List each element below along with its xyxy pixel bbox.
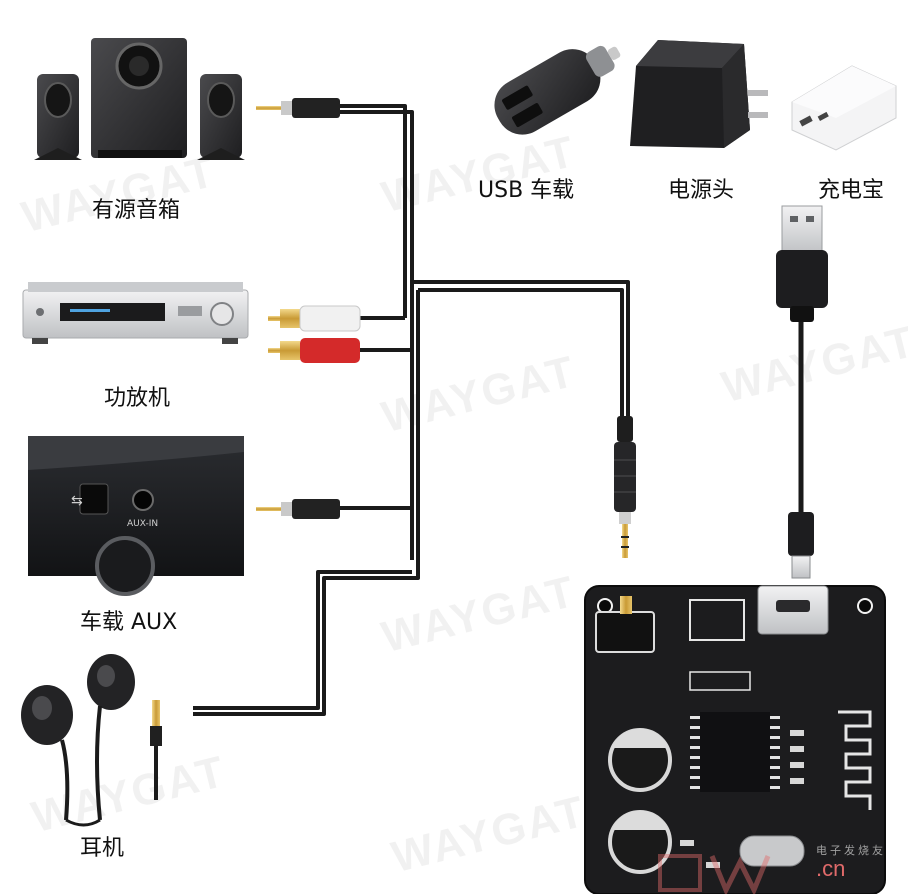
- label-speaker: 有源音箱: [92, 198, 181, 223]
- amplifier-icon: [22, 282, 249, 344]
- subwoofer-body: [91, 38, 187, 158]
- earphones-icon: [21, 654, 162, 827]
- usb-a-plug-icon: [776, 205, 828, 322]
- label-earphones: 耳机: [80, 836, 125, 861]
- amplifier-display: [60, 303, 165, 321]
- svg-text:⇆: ⇆: [71, 493, 83, 509]
- ic-chip: [700, 712, 770, 792]
- site-watermark-name: 电子发烧友: [816, 845, 886, 857]
- cable-network: [193, 104, 804, 716]
- cable-speaker-2: [340, 110, 414, 560]
- power-bank-icon: [791, 65, 897, 151]
- site-watermark-graphic: [658, 854, 771, 894]
- aux-jack-port: [132, 489, 154, 511]
- rca-plug-red-icon: [268, 338, 360, 363]
- cable-to-board: [412, 280, 630, 420]
- site-watermark-domain: .cn: [816, 856, 846, 881]
- aux-in-label: AUX-IN: [127, 519, 158, 529]
- cable-speaker: [340, 104, 407, 318]
- audio-jack-socket: [595, 611, 655, 653]
- bluetooth-audio-board: [584, 585, 886, 894]
- micro-usb-plug-icon: [788, 512, 814, 579]
- car-aux-panel-icon: ⇆ AUX-IN: [28, 436, 244, 596]
- label-amplifier: 功放机: [104, 386, 171, 411]
- site-watermark: 电子发烧友 .cn: [640, 842, 908, 894]
- pcb-antenna: [838, 710, 872, 810]
- jack-plug-aux-icon: [256, 499, 340, 519]
- amplifier-knob: [210, 302, 234, 326]
- jack-plug-board-icon: [614, 416, 636, 558]
- speaker-set-icon: [34, 38, 245, 160]
- label-usb-car: USB 车载: [478, 178, 575, 203]
- label-power-bank: 充电宝: [818, 178, 885, 203]
- label-car-aux: 车载 AUX: [80, 610, 178, 635]
- cable-to-board-2: [418, 288, 624, 420]
- jack-plug-speaker-icon: [256, 98, 340, 118]
- cable-earphones: [193, 570, 412, 710]
- usb-port-icon: [79, 483, 109, 515]
- cable-earphones-2: [193, 290, 420, 716]
- crystal: [739, 835, 805, 867]
- rca-plug-white-icon: [268, 305, 361, 332]
- car-charger-icon: [494, 45, 621, 135]
- power-adapter-icon: [630, 40, 768, 148]
- label-adapter: 电源头: [668, 178, 735, 203]
